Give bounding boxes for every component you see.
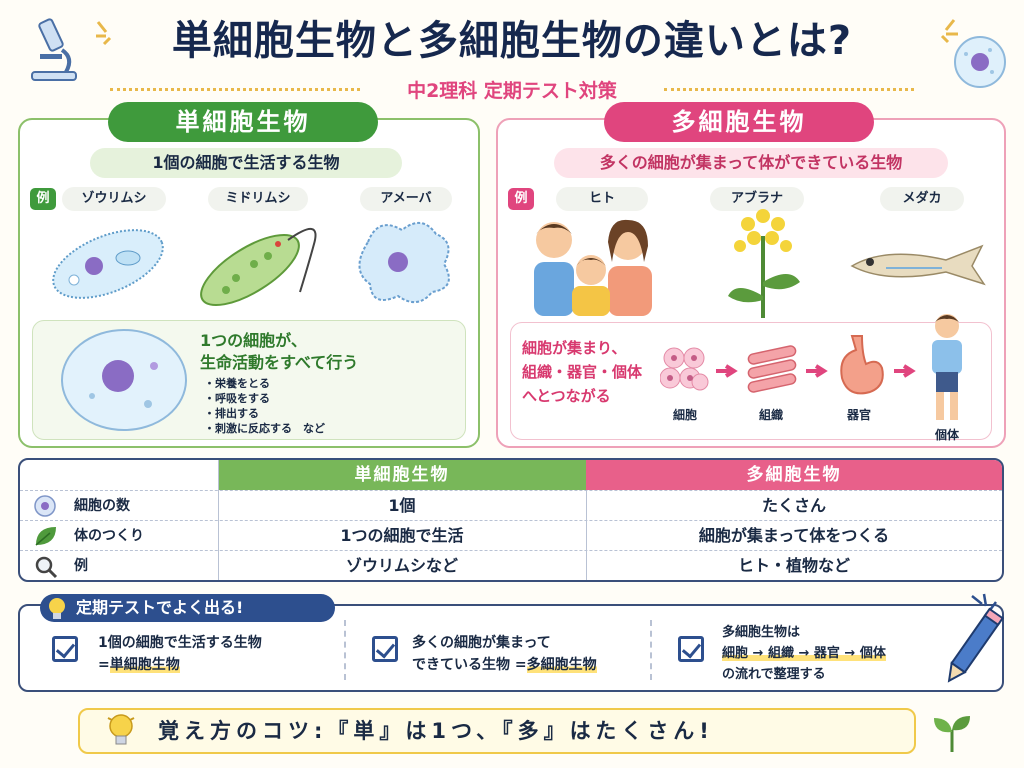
unicellular-label: 単細胞生物 bbox=[108, 102, 378, 142]
unicellular-examples: ゾウリムシなど bbox=[345, 556, 458, 575]
multicellular-label: 多細胞生物 bbox=[604, 102, 874, 142]
table-divider bbox=[586, 490, 587, 580]
person-icon bbox=[932, 314, 962, 420]
table-row: 細胞の数 1個 たくさん bbox=[20, 490, 1002, 520]
tissue-icon bbox=[747, 345, 797, 393]
multicellular-flow-box bbox=[510, 322, 992, 440]
flow-description: 細胞が集まり、 組織・器官・個体 へとつながる bbox=[522, 336, 642, 408]
table-header-unicellular: 単細胞生物 bbox=[218, 460, 586, 490]
medaka-illustration bbox=[850, 244, 986, 286]
pencil-icon bbox=[947, 593, 1005, 683]
sprout-icon bbox=[934, 716, 970, 752]
example-tag: 例 bbox=[30, 188, 56, 210]
family-illustration bbox=[534, 219, 652, 316]
divider bbox=[344, 620, 346, 680]
list-item: ・栄養をとる bbox=[204, 377, 270, 390]
page-subtitle: 中2理科 定期テスト対策 bbox=[407, 80, 617, 102]
multicellular-examples: ヒト・植物など bbox=[737, 556, 850, 575]
row-label: 例 bbox=[74, 558, 88, 574]
memory-tip: 覚え方のコツ:『単』は1つ、『多』はたくさん! bbox=[78, 708, 916, 754]
list-item: ・排出する bbox=[204, 407, 259, 420]
unicellular-note-title: 1つの細胞が、 生命活動をすべて行う bbox=[200, 330, 358, 374]
row-label: 細胞の数 bbox=[74, 498, 130, 514]
microscope-icon bbox=[31, 18, 77, 81]
lightbulb-icon bbox=[107, 714, 135, 745]
flow-step-tissue: 組織 bbox=[758, 408, 783, 422]
example-human-label: ヒト bbox=[556, 187, 648, 211]
test-point-line: 1個の細胞で生活する生物 bbox=[98, 635, 262, 651]
table-header-multicellular: 多細胞生物 bbox=[586, 460, 1002, 490]
test-section-title: 定期テストでよく出る! bbox=[40, 594, 335, 622]
checkbox-icon bbox=[372, 636, 398, 662]
test-point-line: できている生物 = bbox=[412, 657, 527, 673]
table-row: 体のつくり 1つの細胞で生活 細胞が集まって体をつくる bbox=[20, 520, 1002, 550]
rapeseed-illustration bbox=[728, 209, 800, 318]
flow-step-organ: 器官 bbox=[846, 408, 871, 422]
sparkle-icon bbox=[940, 19, 958, 44]
test-point-1: 1個の細胞で生活する生物 =単細胞生物 bbox=[98, 632, 262, 676]
test-point-equals: = bbox=[98, 657, 110, 673]
multicellular-description: 多くの細胞が集まって体ができている生物 bbox=[554, 148, 948, 178]
note-title-line: 生命活動をすべて行う bbox=[200, 353, 359, 372]
row-label: 体のつくり bbox=[74, 528, 144, 544]
test-point-answer: 多細胞生物 bbox=[526, 657, 597, 673]
magnifier-icon bbox=[35, 556, 58, 579]
test-point-3: 多細胞生物は 細胞 → 組織 → 器官 → 個体 の流れで整理する bbox=[722, 622, 886, 685]
flow-text-line: 組織・器官・個体 bbox=[522, 363, 643, 381]
arrow-right-icon bbox=[806, 364, 828, 378]
sparkle-icon bbox=[96, 21, 112, 46]
activity-list: ・栄養をとる ・呼吸をする ・排出する ・刺激に反応する など bbox=[204, 376, 325, 436]
paramecium-illustration bbox=[52, 229, 164, 299]
list-item: ・刺激に反応する など bbox=[204, 422, 325, 435]
unicellular-body-structure: 1つの細胞で生活 bbox=[340, 526, 464, 545]
test-point-answer: 細胞 → 組織 → 器官 → 個体 bbox=[722, 646, 886, 661]
divider bbox=[664, 88, 914, 91]
unicellular-cell-count: 1個 bbox=[388, 496, 416, 515]
cell-icon bbox=[954, 36, 1006, 88]
cell-icon bbox=[34, 495, 56, 517]
euglena-illustration bbox=[200, 228, 317, 307]
example-amoeba-label: アメーバ bbox=[360, 187, 452, 211]
checkbox-icon bbox=[52, 636, 78, 662]
flow-text-line: へとつながる bbox=[522, 387, 611, 405]
lightbulb-icon bbox=[49, 598, 65, 619]
table-row: 例 ゾウリムシなど ヒト・植物など bbox=[20, 550, 1002, 580]
example-rapeseed-label: アブラナ bbox=[710, 187, 804, 211]
example-tag: 例 bbox=[508, 188, 534, 210]
example-euglena-label: ミドリムシ bbox=[208, 187, 308, 211]
arrow-right-icon bbox=[894, 364, 916, 378]
stomach-icon bbox=[840, 335, 884, 395]
arrow-right-icon bbox=[716, 364, 738, 378]
leaf-icon bbox=[35, 527, 56, 546]
divider bbox=[110, 88, 360, 91]
example-medaka-label: メダカ bbox=[880, 187, 964, 211]
comparison-table: 単細胞生物 多細胞生物 細胞の数 1個 たくさん 体のつくり 1つの細胞で生活 … bbox=[18, 458, 1004, 582]
flow-step-individual: 個体 bbox=[934, 428, 959, 442]
test-point-answer: 単細胞生物 bbox=[109, 657, 180, 673]
multicellular-body-structure: 細胞が集まって体をつくる bbox=[698, 526, 890, 545]
test-point-line: の流れで整理する bbox=[722, 667, 826, 682]
list-item: ・呼吸をする bbox=[204, 392, 270, 405]
unicellular-description: 1個の細胞で生活する生物 bbox=[90, 148, 402, 178]
test-point-line: 多くの細胞が集まって bbox=[412, 635, 551, 651]
test-point-2: 多くの細胞が集まって できている生物 =多細胞生物 bbox=[412, 632, 597, 676]
checkbox-icon bbox=[678, 636, 704, 662]
cell-illustration bbox=[61, 329, 187, 431]
flow-text-line: 細胞が集まり、 bbox=[522, 339, 627, 357]
note-title-line: 1つの細胞が、 bbox=[200, 331, 307, 350]
page-title: 単細胞生物と多細胞生物の違いとは? bbox=[171, 18, 853, 64]
flow-step-cell: 細胞 bbox=[672, 408, 697, 422]
amoeba-illustration bbox=[358, 222, 450, 303]
cells-icon bbox=[660, 347, 709, 391]
divider bbox=[650, 620, 652, 680]
example-paramecium-label: ゾウリムシ bbox=[62, 187, 166, 211]
multicellular-cell-count: たくさん bbox=[761, 496, 826, 515]
test-point-line: 多細胞生物は bbox=[722, 625, 801, 640]
